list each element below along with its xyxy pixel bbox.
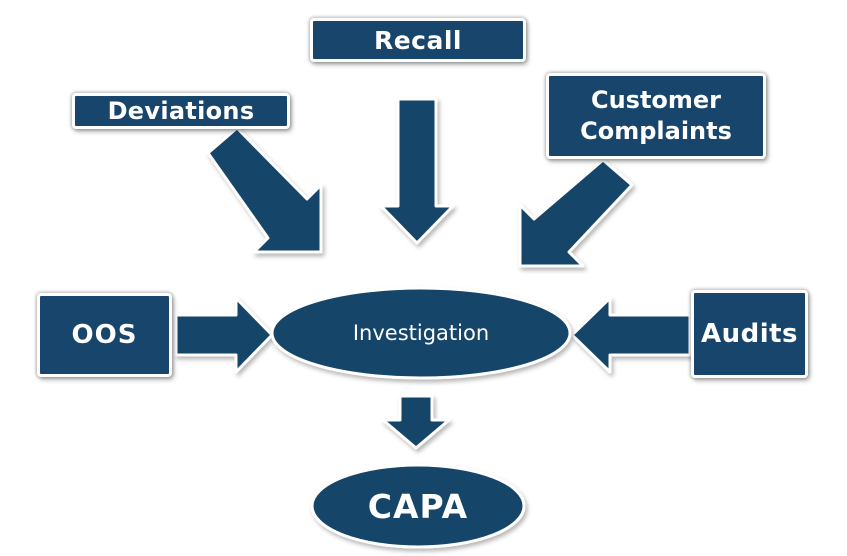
arrow-audits-to-investigation [570, 296, 692, 374]
audits-label: Audits [700, 319, 799, 349]
investigation-label: Investigation [352, 321, 490, 345]
deviations-box: Deviations [72, 93, 290, 129]
arrow-complaints-to-investigation [518, 158, 634, 268]
arrow-oos-to-investigation [174, 296, 274, 374]
customer-complaints-box: Customer Complaints [546, 73, 766, 159]
recall-label: Recall [373, 25, 463, 55]
customer-complaints-label-line-2: Complaints [580, 117, 732, 145]
arrow-investigation-to-capa [381, 394, 451, 450]
audits-box: Audits [691, 290, 808, 378]
oos-label: OOS [71, 320, 138, 350]
capa-ellipse [310, 463, 526, 549]
capa-label: CAPA [367, 486, 469, 526]
arrow-deviations-to-investigation [206, 126, 323, 254]
oos-box: OOS [37, 293, 172, 377]
arrow-recall-to-investigation [379, 97, 455, 245]
customer-complaints-label-line-1: Customer [590, 86, 722, 114]
recall-box: Recall [310, 18, 526, 62]
deviations-label: Deviations [107, 97, 255, 125]
investigation-ellipse [270, 286, 572, 380]
